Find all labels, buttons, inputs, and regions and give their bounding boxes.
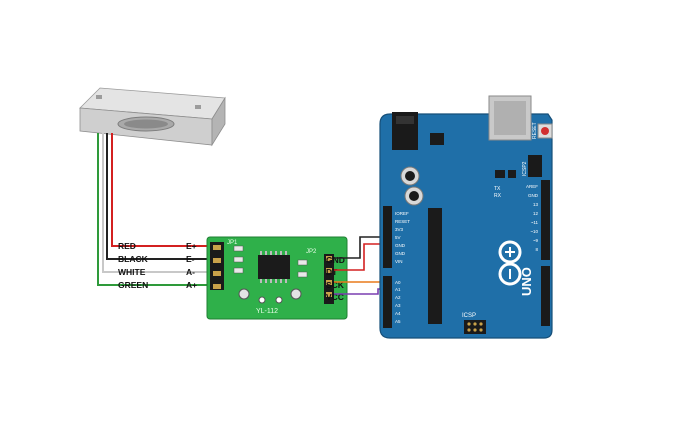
power-pin-label: GND — [395, 243, 406, 248]
arduino-uno-board-icon — [379, 95, 553, 339]
power-pin-label: IOREF — [395, 211, 409, 216]
hx711-label-jp1: JP1 — [227, 240, 238, 246]
digital-pin-label: 12 — [533, 211, 539, 216]
digital-pin-labels: AREF GND 13 12 ~11 ~10 ~9 8 — [526, 184, 539, 252]
digital-pin-label: AREF — [526, 184, 538, 189]
arduino-reset-label: RESET — [532, 122, 538, 139]
analog-pin-label: A4 — [395, 311, 401, 316]
arduino-tx-label: TX — [494, 186, 501, 192]
hx711-label-jp2: JP2 — [306, 249, 317, 255]
arduino-uno-label: UNO — [519, 267, 534, 296]
arduino-icsp2-label: ICSP2 — [522, 161, 528, 176]
arduino-icsp-label: ICSP — [462, 313, 476, 319]
analog-pin-label: A3 — [395, 303, 401, 308]
analog-pin-label: A0 — [395, 280, 401, 285]
power-pin-label: GND — [395, 251, 406, 256]
output-label-dt: DT — [326, 267, 338, 277]
analog-pin-label: A2 — [395, 295, 401, 300]
digital-pin-label: ~11 — [531, 220, 539, 225]
digital-pin-label: 8 — [535, 247, 538, 252]
wire-label-black: BLACK — [118, 254, 149, 264]
input-label-a-minus: A- — [186, 267, 195, 277]
analog-pin-labels: A0 A1 A2 A3 A4 A5 — [395, 280, 401, 324]
arduino-rx-label: RX — [494, 193, 502, 199]
hx711-label-yl112: YL-112 — [256, 308, 278, 315]
input-label-e-minus: E- — [186, 254, 195, 264]
input-label-a-plus: A+ — [186, 280, 197, 290]
wire-label-red: RED — [118, 241, 136, 251]
load-cell-icon — [79, 87, 226, 147]
input-label-e-plus: E+ — [186, 241, 197, 251]
power-pin-label: VIN — [395, 259, 403, 264]
power-pin-label: 3V3 — [395, 227, 404, 232]
analog-pin-label: A1 — [395, 287, 401, 292]
hx711-module-icon — [206, 236, 348, 320]
digital-pin-label: ~9 — [533, 238, 539, 243]
digital-pin-label: ~10 — [530, 229, 538, 234]
load-cell-wires — [97, 133, 224, 286]
power-pin-label: RESET — [395, 219, 410, 224]
output-label-sck: SCK — [326, 280, 345, 290]
power-pin-label: 5V — [395, 235, 401, 240]
wire-label-green: GREEN — [118, 280, 148, 290]
digital-pin-label: 13 — [533, 202, 539, 207]
wire-label-white: WHITE — [118, 267, 146, 277]
output-label-gnd: GND — [326, 255, 345, 265]
output-label-vcc: VCC — [326, 292, 344, 302]
analog-pin-label: A5 — [395, 319, 401, 324]
power-pin-labels: IOREF RESET 3V3 5V GND GND VIN — [395, 211, 410, 264]
digital-pin-label: GND — [528, 193, 539, 198]
